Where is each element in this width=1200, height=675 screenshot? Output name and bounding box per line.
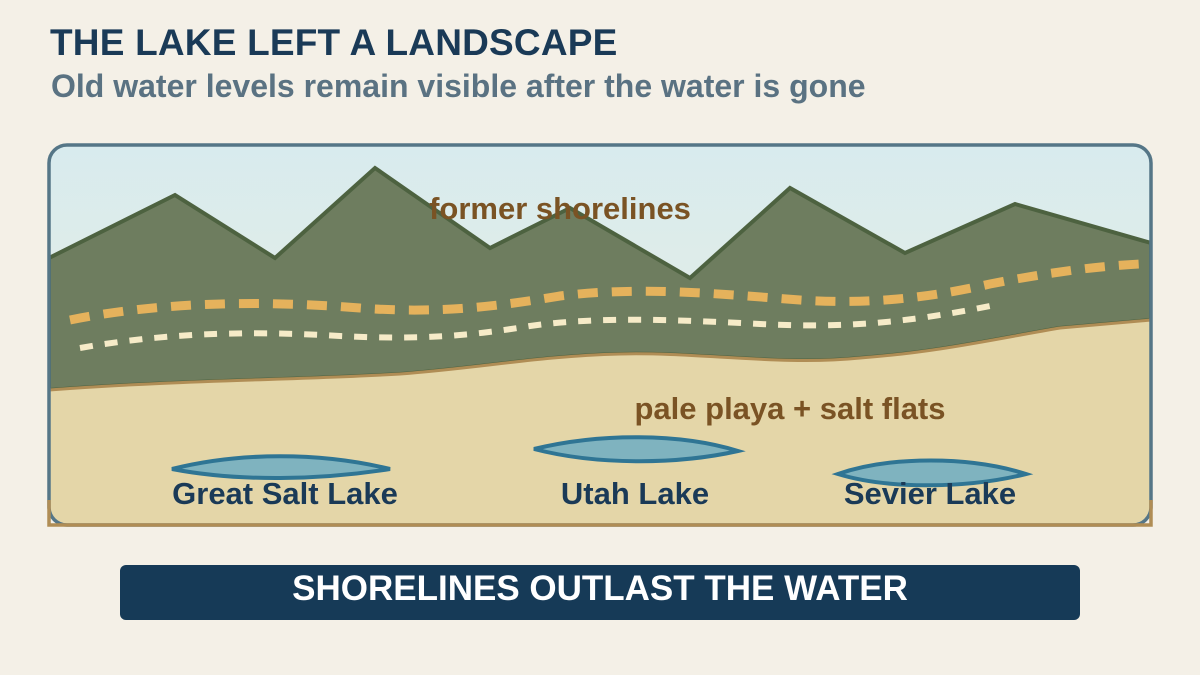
upper-shoreline [69, 259, 1141, 325]
conclusion-banner: SHORELINES OUTLAST THE WATER [120, 565, 1080, 620]
former-shorelines-label: former shorelines [429, 191, 691, 226]
lower-shoreline [79, 303, 991, 351]
great-salt-lake-label: Great Salt Lake [172, 476, 398, 511]
utah-lake-label: Utah Lake [561, 476, 709, 511]
page-subtitle: Old water levels remain visible after th… [51, 68, 866, 104]
diagram-frame-bottom [47, 500, 1153, 527]
utah-lake-shape [533, 435, 746, 464]
sevier-lake-label: Sevier Lake [844, 476, 1016, 511]
great-salt-lake-shape [171, 454, 391, 481]
page-title: THE LAKE LEFT A LANDSCAPE [50, 22, 618, 63]
playa-label: pale playa + salt flats [634, 391, 945, 426]
sevier-lake-shape [831, 458, 1034, 488]
